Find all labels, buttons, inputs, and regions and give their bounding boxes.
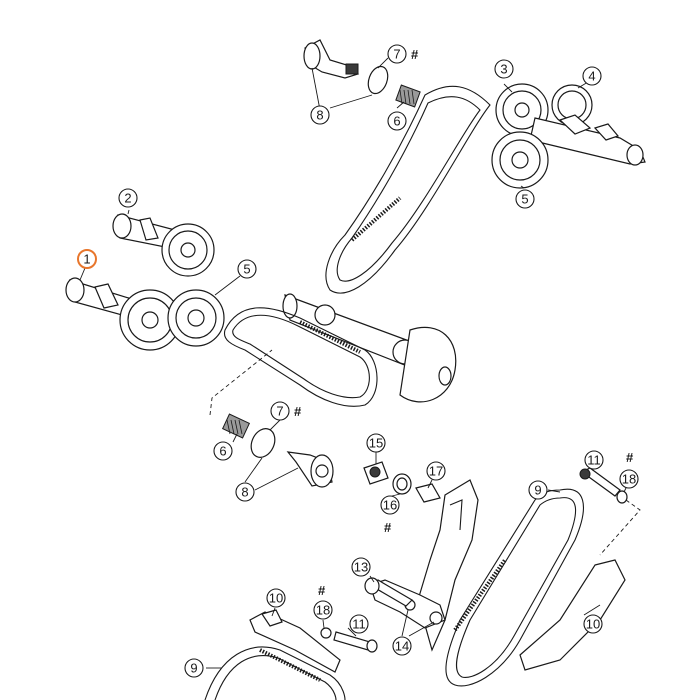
hash-mark-upper: #	[411, 47, 419, 62]
svg-text:5: 5	[521, 192, 528, 207]
svg-text:10: 10	[586, 617, 600, 632]
callout-16[interactable]: 16	[380, 495, 400, 515]
callout-1-highlighted[interactable]: 1	[77, 249, 97, 269]
svg-text:9: 9	[190, 661, 197, 676]
callout-6-upper[interactable]: 6	[387, 111, 407, 131]
callout-4[interactable]: 4	[582, 66, 602, 86]
callout-15[interactable]: 15	[366, 433, 386, 453]
callout-11-right[interactable]: 11	[584, 450, 604, 470]
hash-mark-16: #	[384, 520, 392, 535]
guide-rail-10-left	[249, 609, 341, 673]
bearing-pin-middle	[221, 413, 334, 488]
svg-text:18: 18	[316, 603, 330, 618]
svg-text:8: 8	[316, 108, 323, 123]
exhaust-cam-gear-4	[551, 84, 593, 126]
callout-3[interactable]: 3	[494, 59, 514, 79]
svg-text:17: 17	[429, 464, 443, 479]
svg-text:15: 15	[369, 436, 383, 451]
crank-drive	[282, 293, 457, 403]
callout-6-middle[interactable]: 6	[213, 441, 233, 461]
svg-text:4: 4	[588, 69, 595, 84]
svg-text:7: 7	[276, 404, 283, 419]
callout-11-left[interactable]: 11	[349, 614, 369, 634]
svg-text:9: 9	[534, 483, 541, 498]
svg-text:2: 2	[124, 191, 131, 206]
svg-text:6: 6	[393, 114, 400, 129]
callout-13[interactable]: 13	[351, 557, 371, 577]
svg-text:7: 7	[393, 47, 400, 62]
callout-7-middle[interactable]: 7	[270, 401, 290, 421]
callout-18-left[interactable]: 18	[313, 600, 333, 620]
svg-text:6: 6	[219, 444, 226, 459]
idler-gear-5-upper	[491, 131, 549, 189]
svg-text:10: 10	[269, 591, 283, 606]
guide-rail-10-right	[519, 559, 626, 671]
bearing-pin-upper	[303, 39, 421, 108]
callout-2[interactable]: 2	[118, 188, 138, 208]
camshaft-upper	[529, 114, 646, 166]
hash-mark-middle: #	[294, 404, 302, 419]
svg-text:14: 14	[395, 639, 409, 654]
svg-text:13: 13	[354, 560, 368, 575]
callout-17[interactable]: 17	[426, 461, 446, 481]
middle-chain	[223, 307, 378, 407]
upper-chain	[325, 85, 491, 294]
bolt-11-upper	[579, 467, 628, 504]
callout-7-upper[interactable]: 7	[387, 44, 407, 64]
svg-text:1: 1	[83, 252, 90, 267]
intake-cam-gear-3	[495, 83, 549, 137]
hash-mark-left: #	[318, 583, 326, 598]
callout-5-middle[interactable]: 5	[237, 259, 257, 279]
svg-text:8: 8	[241, 485, 248, 500]
hash-mark-right: #	[626, 450, 634, 465]
callout-8-middle[interactable]: 8	[235, 482, 255, 502]
cam-gear-2	[161, 223, 215, 277]
callout-10-right[interactable]: 10	[583, 614, 603, 634]
callout-14[interactable]: 14	[392, 636, 412, 656]
callout-9-right[interactable]: 9	[528, 480, 548, 500]
bolt-11-lower	[320, 627, 378, 653]
svg-text:16: 16	[383, 498, 397, 513]
callout-8-upper[interactable]: 8	[310, 105, 330, 125]
svg-text:5: 5	[243, 262, 250, 277]
callout-18-right[interactable]: 18	[619, 469, 639, 489]
svg-text:11: 11	[587, 453, 601, 468]
bolt-13	[364, 577, 413, 607]
callout-9-lower[interactable]: 9	[184, 658, 204, 678]
svg-text:18: 18	[622, 472, 636, 487]
cam-gear-1	[119, 289, 181, 351]
chain-9-lower	[204, 646, 346, 700]
idler-gear-5-middle	[167, 289, 225, 347]
svg-text:11: 11	[352, 617, 366, 632]
leader-lines	[79, 57, 641, 669]
callout-5-upper[interactable]: 5	[515, 189, 535, 209]
svg-text:3: 3	[500, 62, 507, 77]
callout-10-left[interactable]: 10	[266, 588, 286, 608]
